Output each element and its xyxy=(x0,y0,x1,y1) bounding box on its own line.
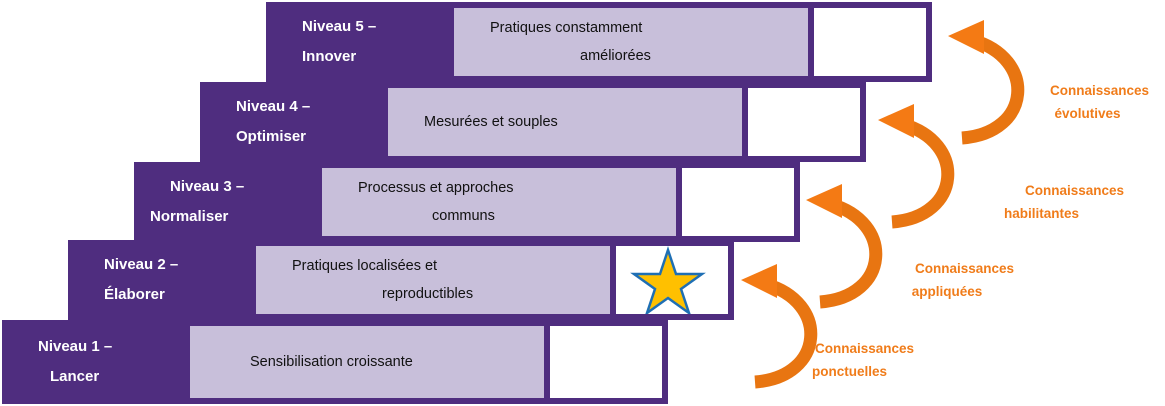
practice-box: Mesurées et souples xyxy=(388,88,742,156)
knowledge-label: Connaissances évolutives xyxy=(1040,79,1149,125)
level-name: Lancer xyxy=(50,368,100,385)
level-name: Élaborer xyxy=(104,286,165,303)
practice-box: Pratiques constamment améliorées xyxy=(454,8,808,76)
practice-box: Sensibilisation croissante xyxy=(190,326,544,398)
arrow-icon xyxy=(878,104,948,222)
practice-text: Pratiques constamment xyxy=(490,20,643,36)
level-name: Normaliser xyxy=(150,208,229,225)
level-number: Niveau 2 – xyxy=(104,256,179,273)
level-label: Niveau 2 – Élaborer xyxy=(68,246,256,314)
level-2-row: Niveau 2 – Élaborer Pratiques localisées … xyxy=(68,240,734,320)
level-number: Niveau 3 – xyxy=(170,178,245,195)
status-box xyxy=(682,168,794,236)
arrow-icon xyxy=(948,20,1018,138)
level-label: Niveau 3 – Normaliser xyxy=(134,168,322,236)
knowledge-label: Connaissances appliquées xyxy=(912,257,1015,303)
arrow-icon xyxy=(806,184,876,302)
level-number: Niveau 5 – xyxy=(302,18,377,35)
level-number: Niveau 4 – xyxy=(236,98,311,115)
star-icon xyxy=(630,246,706,314)
practice-text: Sensibilisation croissante xyxy=(250,354,413,370)
practice-text: Processus et approches xyxy=(358,180,514,196)
practice-text: Mesurées et souples xyxy=(424,114,558,130)
level-name: Optimiser xyxy=(236,128,307,145)
level-4-row: Niveau 4 – Optimiser Mesurées et souples xyxy=(200,82,866,162)
status-box xyxy=(814,8,926,76)
practice-box: Pratiques localisées et reproductibles xyxy=(256,246,610,314)
knowledge-text: évolutives xyxy=(1054,106,1121,121)
status-box xyxy=(748,88,860,156)
level-1-row: Niveau 1 – Lancer Sensibilisation croissa… xyxy=(2,320,668,404)
knowledge-text: appliquées xyxy=(911,284,983,299)
knowledge-label: Connaissances habilitantes xyxy=(975,179,1124,225)
knowledge-text: Connaissances xyxy=(1050,83,1150,98)
level-5-row: Niveau 5 – Innover Pratiques constamment a… xyxy=(266,2,932,82)
level-label: Niveau 5 – Innover xyxy=(266,8,454,76)
status-box xyxy=(616,246,728,314)
knowledge-text: Connaissances xyxy=(815,341,915,356)
knowledge-text: habilitantes xyxy=(1004,206,1080,221)
practice-text: améliorées xyxy=(580,48,651,64)
practice-box: Processus et approches communs xyxy=(322,168,676,236)
knowledge-text: Connaissances xyxy=(915,261,1015,276)
level-number: Niveau 1 – xyxy=(38,338,113,355)
knowledge-label: Connaissances ponctuelles xyxy=(812,337,915,383)
level-name: Innover xyxy=(302,48,357,65)
level-label: Niveau 1 – Lancer xyxy=(2,326,190,398)
status-box xyxy=(550,326,662,398)
practice-text: communs xyxy=(432,208,495,224)
practice-text: reproductibles xyxy=(382,286,474,302)
knowledge-text: ponctuelles xyxy=(812,364,888,379)
practice-text: Pratiques localisées et xyxy=(292,258,438,274)
knowledge-text: Connaissances xyxy=(1025,183,1125,198)
level-3-row: Niveau 3 – Normaliser Processus et approc… xyxy=(134,162,800,242)
level-label: Niveau 4 – Optimiser xyxy=(200,88,388,156)
